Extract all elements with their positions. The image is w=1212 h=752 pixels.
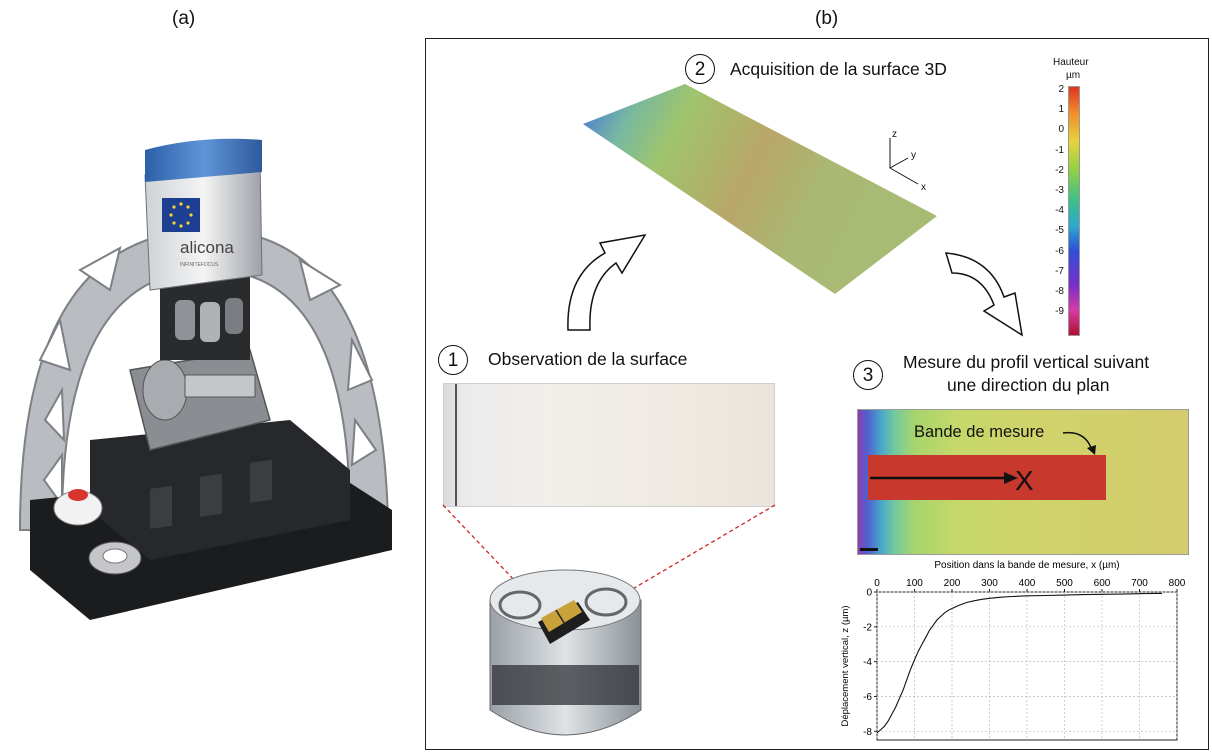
y-tick-label: -6 <box>863 692 872 703</box>
profile-chart: 0 100 200 300 400 500 600 700 800 0 -2 -4 -6 -8 Positi… <box>840 560 1186 741</box>
y-tick-label: -8 <box>863 727 872 738</box>
colorbar-tick-label: -3 <box>1055 185 1064 196</box>
colorbar-tick-label: -4 <box>1055 205 1064 217</box>
colorbar <box>1068 86 1080 336</box>
zoom-lines <box>442 504 776 621</box>
band-x-label: X <box>1015 465 1034 496</box>
axes-3d-icon <box>889 138 919 185</box>
profile-line <box>876 592 1162 734</box>
step-3-number: 3 <box>853 360 883 390</box>
colorbar-tick-label: -8 <box>1055 286 1064 297</box>
sample-mount <box>489 569 642 736</box>
x-tick-label: 500 <box>1056 578 1073 589</box>
surface-observation-image <box>443 383 775 507</box>
scale-bar <box>860 548 878 551</box>
panel-b-label: (b) <box>815 8 839 29</box>
brand-logo: alicona <box>180 238 234 257</box>
surface-3d <box>583 84 937 294</box>
x-tick-label: 600 <box>1094 578 1111 589</box>
arrow-up-icon <box>567 233 647 331</box>
x-tick-label: 400 <box>1019 578 1036 589</box>
x-axis-label: Position dans la bande de mesure, x (µm) <box>934 560 1119 571</box>
step-3-title-line1: Mesure du profil vertical suivant <box>903 352 1150 372</box>
step-2-number: 2 <box>685 54 715 84</box>
step-3-title-line2: une direction du plan <box>947 375 1110 395</box>
band-annotation: Bande de mesure <box>914 423 1045 441</box>
y-tick-label: -4 <box>863 657 872 668</box>
y-axis-label: Déplacement vertical, z (µm) <box>840 605 851 726</box>
annotation-arrow-icon <box>1062 431 1096 455</box>
colorbar-tick-label: -5 <box>1055 225 1064 237</box>
axis-y-label: y <box>911 150 916 161</box>
panel-a-label: (a) <box>172 8 196 29</box>
colorbar-tick-label: 1 <box>1058 104 1064 116</box>
axis-x-label: x <box>921 182 926 193</box>
arrow-down-icon <box>944 252 1024 337</box>
step-1-title: Observation de la surface <box>488 349 688 369</box>
y-tick-label: -2 <box>863 622 872 633</box>
band-arrow-icon <box>870 472 1018 484</box>
step-1-number: 1 <box>438 345 468 375</box>
x-tick-label: 100 <box>906 578 923 589</box>
axis-z-label: z <box>892 129 897 140</box>
y-tick-label: 0 <box>866 588 872 599</box>
panel-b-frame <box>425 38 1209 750</box>
microscope-illustration: alicona INFINITEFOCUS <box>18 138 392 620</box>
colorbar-tick-label: 0 <box>1058 124 1064 136</box>
colorbar-tick-label: -1 <box>1055 144 1064 156</box>
colorbar-tick-label: -2 <box>1055 164 1064 176</box>
x-tick-label: 200 <box>944 578 961 589</box>
blue-cap <box>145 138 262 182</box>
x-tick-label: 300 <box>981 578 998 589</box>
x-tick-label: 700 <box>1131 578 1148 589</box>
colorbar-tick-label: 2 <box>1058 84 1064 95</box>
colorbar-unit: µm <box>1066 70 1081 81</box>
colorbar-tick-label: -9 <box>1055 306 1064 318</box>
colorbar-tick-label: -6 <box>1055 245 1064 257</box>
colorbar-title: Hauteur <box>1053 57 1089 68</box>
x-tick-label: 0 <box>874 578 880 589</box>
x-tick-label: 800 <box>1169 578 1186 589</box>
svg-text:INFINITEFOCUS: INFINITEFOCUS <box>180 262 219 268</box>
colorbar-tick-label: -7 <box>1055 265 1064 277</box>
step-2-title: Acquisition de la surface 3D <box>730 59 947 79</box>
